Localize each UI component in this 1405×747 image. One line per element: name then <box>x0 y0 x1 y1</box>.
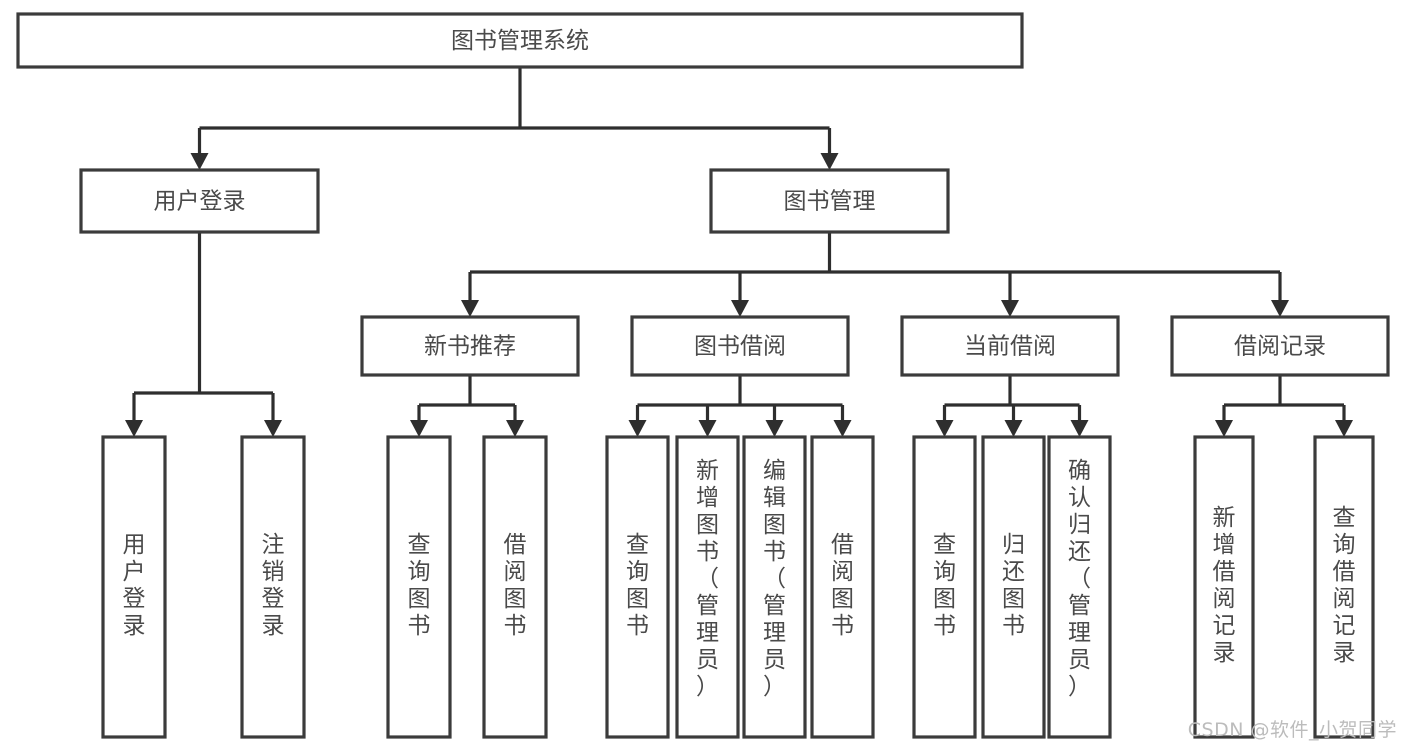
arrow-current-borrow <box>1001 300 1019 317</box>
node-label: 查询图书 <box>626 532 649 639</box>
node-label: 用户登录 <box>123 532 146 639</box>
node-label: 查询借阅记录 <box>1333 505 1356 666</box>
node-leaf-query-book-1[interactable]: 查询图书 <box>386 435 452 739</box>
node-label: 查询图书 <box>408 532 431 639</box>
node-leaf-borrow-book-1[interactable]: 借阅图书 <box>482 435 548 739</box>
node-label: 查询图书 <box>933 532 956 639</box>
node-current-borrow[interactable]: 当前借阅 <box>900 315 1120 377</box>
arrow-leaf-return-book <box>1004 420 1023 437</box>
node-leaf-query-record[interactable]: 查询借阅记录 <box>1313 435 1375 739</box>
connector-layer <box>125 67 1353 437</box>
arrow-leaf-edit-book <box>765 420 784 437</box>
node-borrow-record[interactable]: 借阅记录 <box>1170 315 1390 377</box>
node-label: 注销登录 <box>262 532 285 639</box>
node-box <box>900 315 1120 377</box>
node-box <box>742 435 807 739</box>
arrow-leaf-query-book-2 <box>628 420 647 437</box>
node-leaf-query-book-2[interactable]: 查询图书 <box>605 435 670 739</box>
arrow-leaf-add-book <box>698 420 717 437</box>
arrow-leaf-borrow-book-1 <box>506 420 524 437</box>
arrow-new-book-rec <box>461 300 479 317</box>
arrow-user-login <box>190 153 209 170</box>
node-box <box>605 435 670 739</box>
node-root[interactable]: 图书管理系统 <box>16 12 1024 69</box>
node-leaf-add-book[interactable]: 新增图书（管理员） <box>675 435 740 739</box>
node-label: 新增图书（管理员） <box>696 458 719 700</box>
node-box <box>630 315 850 377</box>
arrow-book-manage <box>820 153 839 170</box>
arrow-book-borrow <box>731 300 749 317</box>
node-label: 新增借阅记录 <box>1213 505 1236 666</box>
node-box <box>981 435 1046 739</box>
node-box <box>1193 435 1255 739</box>
node-label: 借阅记录 <box>1234 334 1326 360</box>
node-box <box>16 12 1024 69</box>
arrow-leaf-query-book-1 <box>410 420 428 437</box>
node-box <box>709 168 950 234</box>
node-label: 图书管理 <box>784 189 876 215</box>
node-leaf-edit-book[interactable]: 编辑图书（管理员） <box>742 435 807 739</box>
arrow-leaf-query-book-3 <box>935 420 954 437</box>
node-box <box>1047 435 1112 739</box>
node-box <box>1313 435 1375 739</box>
arrow-borrow-record <box>1271 300 1289 317</box>
arrow-leaf-borrow-book-2 <box>833 420 852 437</box>
node-box <box>912 435 977 739</box>
node-book-manage[interactable]: 图书管理 <box>709 168 950 234</box>
arrow-leaf-query-record <box>1335 420 1353 437</box>
node-leaf-add-record[interactable]: 新增借阅记录 <box>1193 435 1255 739</box>
node-leaf-borrow-book-2[interactable]: 借阅图书 <box>810 435 875 739</box>
node-user-login[interactable]: 用户登录 <box>79 168 320 234</box>
node-box <box>101 435 167 739</box>
node-leaf-query-book-3[interactable]: 查询图书 <box>912 435 977 739</box>
node-book-borrow[interactable]: 图书借阅 <box>630 315 850 377</box>
node-box <box>360 315 580 377</box>
node-label: 当前借阅 <box>964 334 1056 360</box>
node-label: 新书推荐 <box>424 334 516 360</box>
node-label: 用户登录 <box>154 189 246 215</box>
node-new-book-rec[interactable]: 新书推荐 <box>360 315 580 377</box>
node-layer: 图书管理系统用户登录图书管理新书推荐图书借阅当前借阅借阅记录用户登录注销登录查询… <box>16 12 1390 739</box>
node-leaf-user-login[interactable]: 用户登录 <box>101 435 167 739</box>
node-box <box>810 435 875 739</box>
node-leaf-return-book[interactable]: 归还图书 <box>981 435 1046 739</box>
node-box <box>386 435 452 739</box>
arrow-leaf-add-record <box>1215 420 1233 437</box>
node-label: 借阅图书 <box>831 532 854 639</box>
arrow-leaf-user-login <box>125 420 143 437</box>
arrow-leaf-logout <box>264 420 282 437</box>
node-label: 确认归还（管理员） <box>1068 458 1091 700</box>
node-box <box>1170 315 1390 377</box>
node-box <box>482 435 548 739</box>
node-label: 归还图书 <box>1002 532 1025 639</box>
arrow-leaf-confirm-return <box>1070 420 1089 437</box>
node-label: 编辑图书（管理员） <box>763 458 786 700</box>
node-label: 图书管理系统 <box>451 28 589 54</box>
node-box <box>79 168 320 234</box>
node-leaf-confirm-return[interactable]: 确认归还（管理员） <box>1047 435 1112 739</box>
node-box <box>675 435 740 739</box>
node-label: 图书借阅 <box>694 334 786 360</box>
node-label: 借阅图书 <box>504 532 527 639</box>
node-leaf-logout[interactable]: 注销登录 <box>240 435 306 739</box>
node-box <box>240 435 306 739</box>
